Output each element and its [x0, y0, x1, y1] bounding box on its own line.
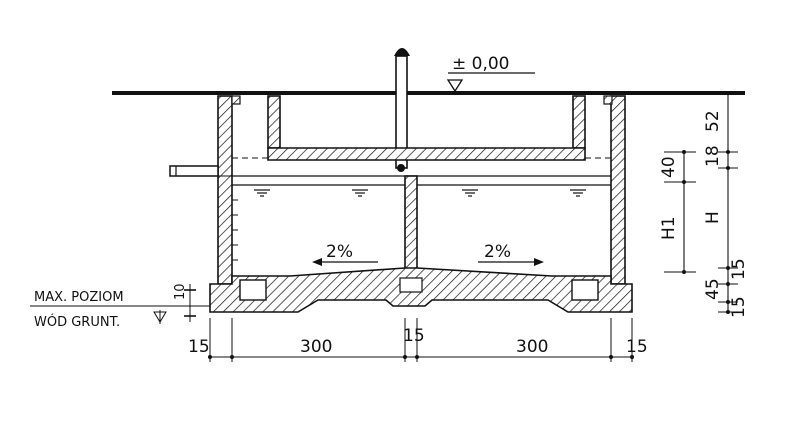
dim-right-chamber: 300	[516, 337, 548, 357]
groundwater-note: MAX. POZIOM WÓD GRUNT. 10	[30, 283, 210, 330]
bottom-dimensions: 15 300 15 300 15	[188, 318, 648, 362]
dim-base-45: 45	[703, 278, 723, 300]
dim-h-top: 40	[659, 156, 679, 178]
left-wall	[217, 95, 233, 285]
dim-lower: 15	[729, 258, 749, 280]
middle-sump	[399, 277, 423, 293]
dim-h1: H1	[659, 216, 679, 240]
inner-right-wall	[572, 95, 586, 149]
dim-h: H	[703, 211, 723, 224]
dim-middle-wall: 15	[403, 326, 425, 346]
vent-pipe	[394, 48, 410, 172]
slope-left: 2%	[312, 242, 378, 266]
groundwater-line1: MAX. POZIOM	[34, 290, 124, 305]
right-sump	[571, 279, 599, 301]
groundwater-line2: WÓD GRUNT.	[34, 314, 120, 330]
water-levels	[254, 189, 586, 197]
groundwater-offset: 10	[173, 283, 188, 300]
right-dimensions: 52 40 18 H1 H 15 45 15	[630, 92, 749, 318]
dim-top: 52	[703, 110, 723, 132]
dim-left-chamber: 300	[300, 337, 332, 357]
dim-base-15: 15	[729, 296, 749, 318]
slope-left-label: 2%	[326, 242, 353, 262]
level-label: ± 0,00	[452, 54, 510, 74]
inlet-pipe	[169, 165, 232, 177]
inner-left-wall	[267, 95, 281, 149]
middle-wall	[404, 175, 418, 277]
dim-slab: 18	[703, 145, 723, 167]
level-marker: ± 0,00	[446, 54, 535, 93]
right-wall	[610, 95, 626, 285]
slope-right: 2%	[478, 242, 544, 266]
upper-slab	[267, 147, 586, 161]
ladder-marks	[232, 199, 238, 261]
left-sump	[239, 279, 267, 301]
dim-left-wall: 15	[188, 337, 210, 357]
slope-right-label: 2%	[484, 242, 511, 262]
dim-right-wall: 15	[626, 337, 648, 357]
